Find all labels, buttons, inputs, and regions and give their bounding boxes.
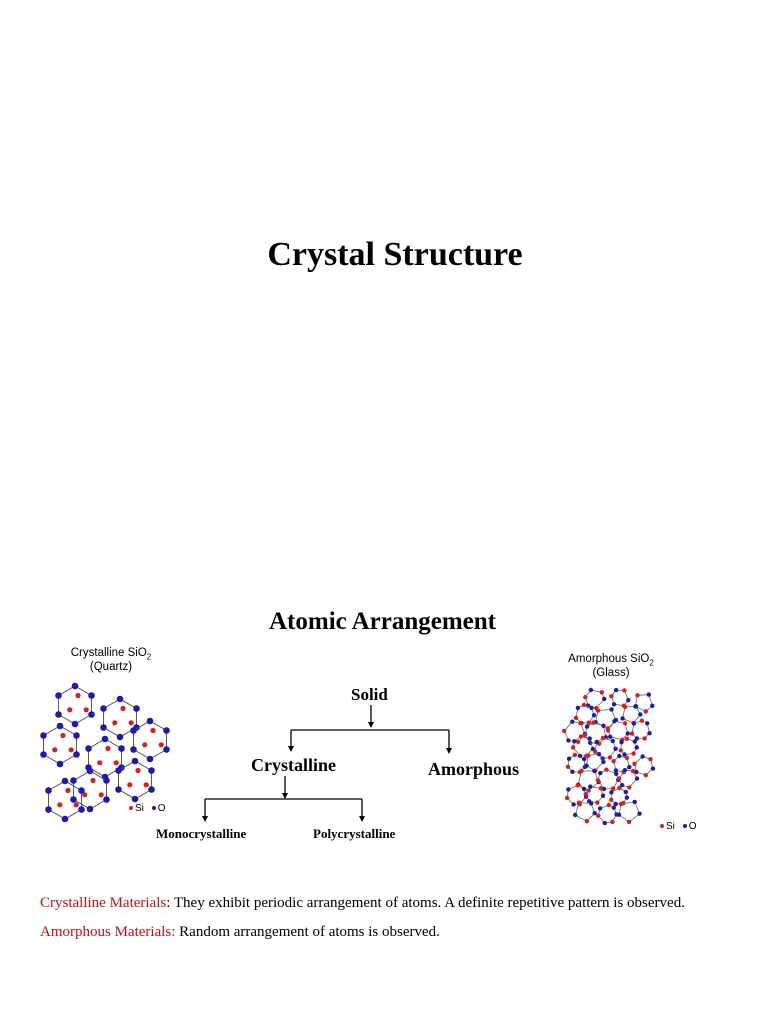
amorphous-figure-subscript: 2 — [649, 658, 654, 668]
crystalline-figure-label: Crystalline SiO2 (Quartz) — [56, 647, 166, 674]
tree-node-crystalline: Crystalline — [251, 755, 336, 775]
si-legend-label-2: Si — [666, 821, 675, 832]
amorphous-legend: Si O — [660, 821, 696, 832]
glass-network-illustration — [562, 687, 656, 826]
amorphous-figure-label: Amorphous SiO2 (Glass) — [556, 653, 666, 680]
o-legend-dot — [151, 806, 156, 811]
quartz-lattice-illustration — [40, 682, 170, 823]
o-legend-label: O — [157, 803, 166, 814]
amorphous-figure-title: Amorphous SiO — [568, 653, 650, 665]
crystalline-figure-subtitle: (Quartz) — [89, 661, 133, 674]
definition-text: They exhibit periodic arrangement of ato… — [170, 895, 685, 911]
crystalline-figure-subscript: 2 — [146, 652, 152, 662]
definition-crystalline: Crystalline Materials: They exhibit peri… — [40, 895, 685, 912]
crystalline-figure-title: Crystalline SiO — [70, 647, 147, 659]
tree-node-monocrystalline: Monocrystalline — [156, 826, 247, 841]
amorphous-figure-subtitle: (Glass) — [592, 667, 630, 680]
si-legend-dot-2 — [660, 824, 664, 829]
classification-tree-lines — [202, 705, 452, 822]
tree-node-polycrystalline: Polycrystalline — [313, 826, 396, 841]
crystalline-legend: Si O — [129, 803, 165, 814]
o-legend-dot-2 — [682, 824, 687, 829]
definition-term: Crystalline Materials — [40, 895, 167, 911]
definition-text: Random arrangement of atoms is observed. — [175, 924, 440, 940]
definition-separator: : — [166, 895, 171, 911]
si-legend-label: Si — [135, 803, 144, 814]
section-title: Atomic Arrangement — [268, 608, 496, 635]
tree-node-solid: Solid — [351, 685, 388, 704]
page-title: Crystal Structure — [267, 236, 523, 273]
si-legend-dot — [129, 806, 133, 811]
tree-node-amorphous: Amorphous — [428, 759, 520, 779]
definition-term: Amorphous Materials: — [40, 924, 176, 940]
definition-amorphous: Amorphous Materials: Random arrangement … — [40, 924, 440, 941]
o-legend-label-2: O — [688, 821, 697, 832]
